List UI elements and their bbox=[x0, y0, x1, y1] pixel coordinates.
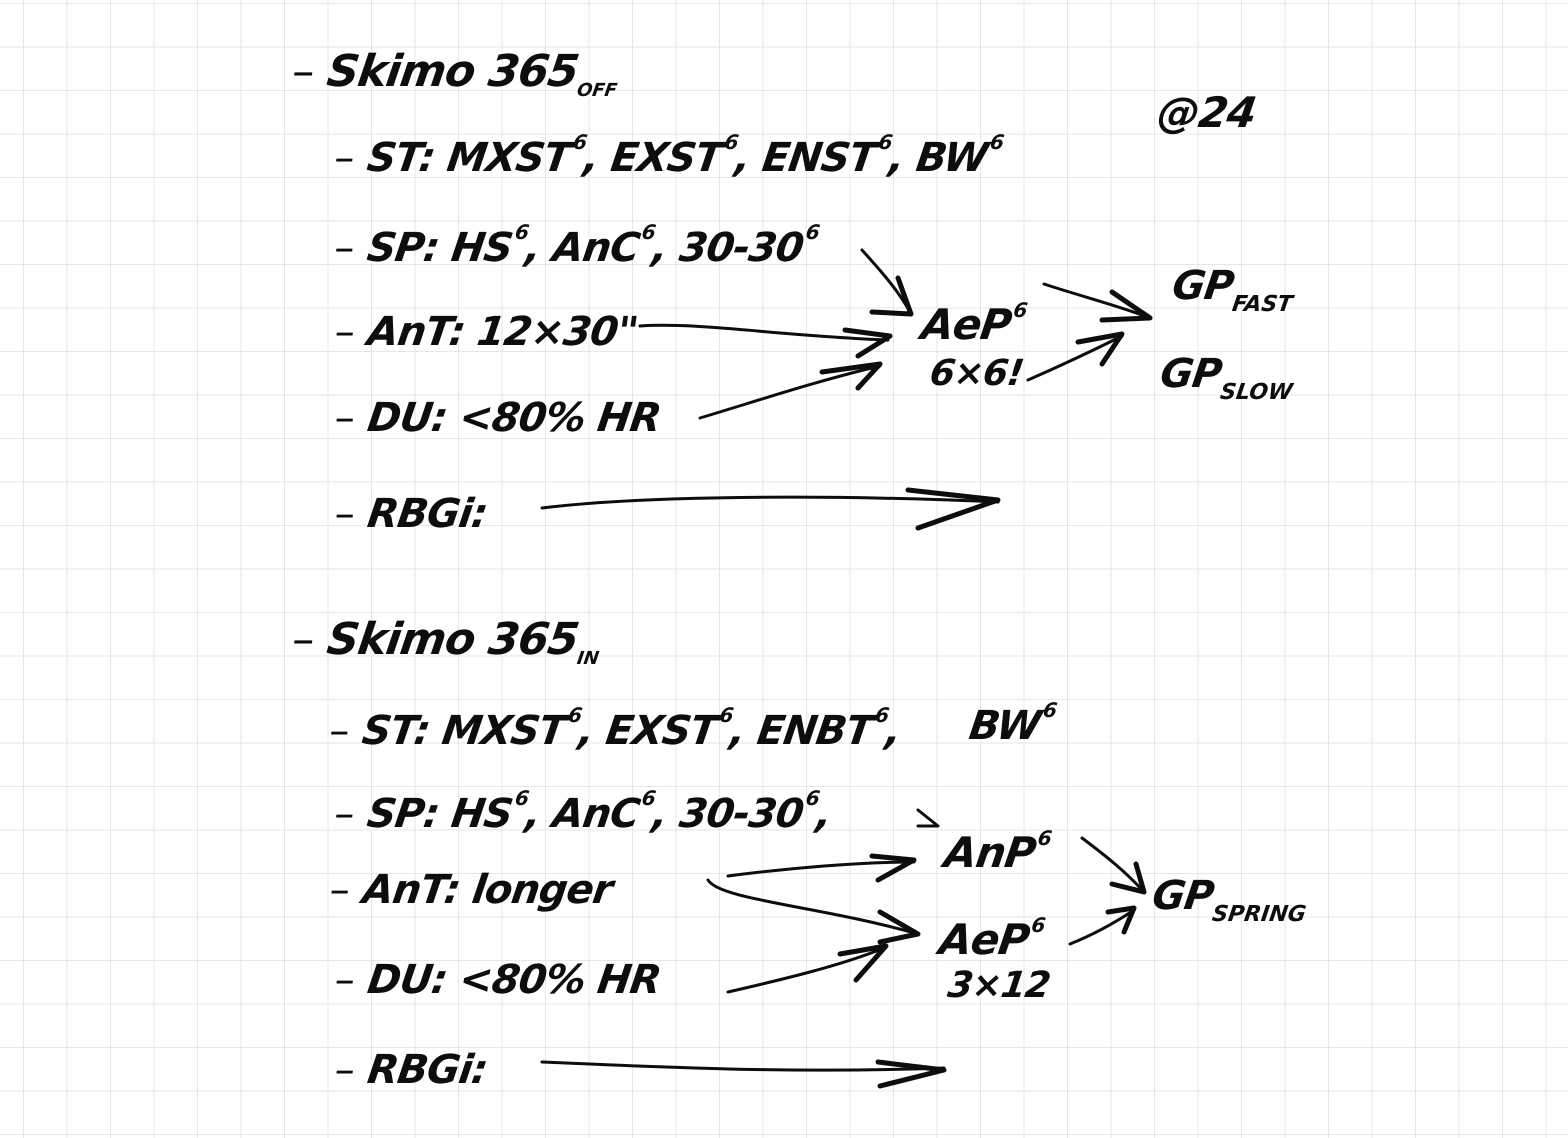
item-superscript: 6 bbox=[804, 220, 821, 244]
item-text: <80% HR bbox=[456, 395, 664, 441]
section-1-du-line: –DU: <80% HR bbox=[331, 395, 664, 441]
section-2-title-subscript: IN bbox=[575, 648, 601, 669]
section-2-title: –Skimo 365IN bbox=[288, 614, 604, 669]
arrow-anp-to-gp-spring-icon bbox=[1080, 836, 1147, 895]
node-label: AnP bbox=[941, 828, 1039, 877]
section-2-node-anp: AnP6 bbox=[941, 826, 1053, 877]
item-part: BW bbox=[966, 703, 1044, 749]
bullet-dash: – bbox=[331, 395, 358, 441]
goal-subscript: SPRING bbox=[1210, 902, 1308, 927]
item-text: 12×30" bbox=[474, 309, 641, 355]
item-part: AnC bbox=[549, 791, 643, 837]
item-part: EXST bbox=[608, 135, 725, 181]
arrow-du-to-aep-icon bbox=[698, 361, 883, 420]
section-1-node-aep-detail: 6×6! bbox=[927, 353, 1026, 394]
section-2-st-line: –ST: MXST6, EXST6, ENBT6, bbox=[326, 703, 904, 754]
bullet-dash: – bbox=[326, 708, 352, 754]
arrow-ant-to-anp-icon bbox=[726, 853, 917, 883]
item-label: RBGi: bbox=[364, 491, 491, 537]
item-part: ENST bbox=[759, 135, 879, 181]
item-part: BW bbox=[913, 135, 991, 181]
goal-label: GP bbox=[1157, 351, 1225, 397]
bullet-dash: – bbox=[288, 46, 318, 97]
arrow-aep-to-gp-fast-icon bbox=[1042, 282, 1153, 323]
item-label: AnT: bbox=[364, 309, 468, 355]
item-label: DU: bbox=[364, 395, 450, 441]
section-2-rbgi-line: –RBGi: bbox=[331, 1047, 491, 1093]
section-1-title-subscript: OFF bbox=[575, 80, 619, 101]
arrow-sp-to-anp-icon bbox=[916, 808, 940, 828]
node-superscript: 6 bbox=[1036, 826, 1053, 850]
item-superscript: 6 bbox=[988, 130, 1005, 154]
item-part: AnC bbox=[549, 225, 643, 271]
arrow-ant-to-aep-icon bbox=[638, 323, 893, 359]
goal-subscript: FAST bbox=[1230, 292, 1295, 317]
arrow-rbgi-icon bbox=[540, 1059, 947, 1089]
item-text: longer bbox=[469, 867, 615, 913]
arrow-du-to-aep-icon bbox=[726, 943, 889, 994]
section-2-node-aep-detail: 3×12 bbox=[945, 965, 1053, 1006]
section-1-st-line: –ST: MXST6, EXST6, ENST6, BW6 bbox=[331, 130, 1005, 181]
item-part: MXST bbox=[444, 135, 574, 181]
node-label: AeP bbox=[936, 915, 1033, 964]
section-1-goal-slow: GPSLOW bbox=[1156, 351, 1297, 405]
item-label: DU: bbox=[364, 957, 450, 1003]
section-1-ant-line: –AnT: 12×30" bbox=[331, 309, 641, 355]
item-part: HS bbox=[448, 225, 516, 271]
arrow-ant-to-aep-icon bbox=[706, 878, 921, 945]
goal-label: GP bbox=[1149, 873, 1217, 919]
item-label: ST: bbox=[359, 708, 433, 754]
section-2-du-line: –DU: <80% HR bbox=[331, 957, 664, 1003]
section-2-sp-line: –SP: HS6, AnC6, 30-306, bbox=[331, 786, 835, 837]
item-part: 30-30 bbox=[676, 225, 807, 271]
section-1-rbgi-line: –RBGi: bbox=[331, 491, 491, 537]
item-part: 30-30 bbox=[676, 791, 807, 837]
section-2-title-text: Skimo 365 bbox=[323, 614, 582, 665]
item-label: RBGi: bbox=[364, 1047, 491, 1093]
arrow-sp-to-aep-icon bbox=[860, 248, 914, 317]
item-text: <80% HR bbox=[456, 957, 664, 1003]
section-2-ant-line: –AnT: longer bbox=[326, 867, 615, 913]
bullet-dash: – bbox=[331, 225, 357, 271]
section-1-goal-fast: GPFAST bbox=[1168, 263, 1297, 317]
section-2-goal-spring: GPSPRING bbox=[1148, 873, 1311, 927]
node-superscript: 6 bbox=[1011, 298, 1029, 322]
bullet-dash: – bbox=[331, 791, 357, 837]
bullet-dash: – bbox=[331, 491, 358, 537]
arrow-rbgi-icon bbox=[540, 487, 1001, 531]
bullet-dash: – bbox=[326, 867, 353, 913]
section-1-title-text: Skimo 365 bbox=[323, 46, 582, 97]
arrow-aep-to-gp-slow-icon bbox=[1026, 331, 1125, 382]
section-2-node-aep: AeP6 bbox=[936, 913, 1047, 964]
item-label: ST: bbox=[364, 135, 438, 181]
node-label: AeP bbox=[918, 300, 1015, 349]
item-part: ENBT bbox=[754, 708, 876, 754]
section-1-title: –Skimo 365OFF bbox=[288, 46, 622, 101]
section-1-sp-line: –SP: HS6, AnC6, 30-306 bbox=[331, 220, 821, 271]
bullet-dash: – bbox=[331, 957, 358, 1003]
item-part: MXST bbox=[439, 708, 569, 754]
goal-subscript: SLOW bbox=[1218, 380, 1295, 405]
item-part: HS bbox=[448, 791, 516, 837]
item-superscript: 6 bbox=[1041, 698, 1058, 722]
bullet-dash: – bbox=[331, 1047, 358, 1093]
item-part: EXST bbox=[603, 708, 720, 754]
item-label: SP: bbox=[364, 791, 442, 837]
item-label: SP: bbox=[364, 225, 442, 271]
goal-label: GP bbox=[1169, 263, 1237, 309]
section-2-st-bw: BW6 bbox=[966, 698, 1058, 749]
note-tag: @24 bbox=[1154, 88, 1259, 137]
section-1-node-aep: AeP6 bbox=[918, 298, 1029, 349]
item-label: AnT: bbox=[359, 867, 463, 913]
node-superscript: 6 bbox=[1029, 913, 1047, 937]
arrow-aep-to-gp-spring-icon bbox=[1068, 905, 1137, 946]
bullet-dash: – bbox=[331, 309, 358, 355]
bullet-dash: – bbox=[288, 614, 318, 665]
bullet-dash: – bbox=[331, 135, 357, 181]
